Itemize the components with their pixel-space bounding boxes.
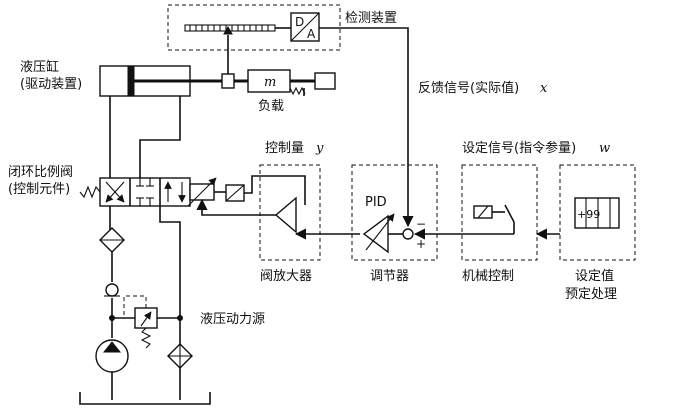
preset-display-box — [574, 197, 620, 229]
da-a-letter: A — [307, 27, 316, 41]
relay-switch-contact — [504, 204, 515, 223]
regulator-group: PID − + 调节器 — [351, 164, 438, 284]
preset-value: +99 — [577, 208, 600, 221]
setpoint-symbol: w — [599, 141, 610, 156]
scale-ticks — [189, 25, 269, 31]
relief-pilot-line — [123, 295, 147, 318]
regulator-dashed-frame — [351, 164, 438, 261]
minus-sign: − — [416, 217, 426, 231]
regulator-label: 调节器 — [370, 269, 409, 284]
cylinder-label-2: (驱动装置) — [20, 77, 82, 92]
valve-label-2: (控制元件) — [8, 182, 70, 197]
valve-label-1: 闭环比例阀 — [8, 165, 73, 180]
relief-valve-arrow — [140, 311, 152, 327]
cylinder-piston — [127, 65, 135, 97]
transducer-diagonal — [225, 184, 245, 202]
power-source-label: 液压动力源 — [200, 312, 265, 327]
rod-end-block — [314, 72, 336, 90]
amplifier-label: 阀放大器 — [260, 269, 312, 284]
detector-group: D A 检测装置 — [167, 4, 397, 74]
check-valve-icon — [105, 283, 119, 297]
valve-return-line — [159, 206, 181, 400]
control-qty-label: 控制量 — [265, 141, 304, 156]
feedback-label: 反馈信号(实际值) — [418, 80, 519, 96]
feedback-signal-line — [319, 27, 414, 228]
setpoint-label: 设定信号(指令参量) — [462, 140, 576, 156]
valve-spring-icon — [79, 185, 101, 199]
cylinder-label-1: 液压缸 — [20, 59, 59, 75]
feedback-symbol: x — [540, 81, 548, 96]
tank-icon — [79, 392, 211, 405]
rod-sensor-coupling — [221, 73, 235, 89]
valve-body — [99, 177, 191, 207]
preset-group: +99 设定值 预定处理 — [559, 164, 636, 302]
valve-amplifier-group: 控制量 y 阀放大器 — [259, 141, 324, 284]
junction-dot-2 — [177, 315, 183, 321]
relief-valve-box — [134, 307, 158, 329]
amplifier-output-line — [196, 198, 276, 216]
relief-spring-icon — [140, 327, 152, 349]
cylinder-group: m 负载 液压缸 (驱动装置) — [20, 59, 336, 114]
preset-label-2: 预定处理 — [565, 287, 617, 302]
pid-label: PID — [365, 195, 387, 210]
junction-dot-1 — [109, 315, 115, 321]
mass-symbol: m — [264, 75, 276, 90]
detector-dashed-frame — [167, 4, 341, 51]
valve-cross-arrow-2 — [105, 181, 125, 203]
plus-sign: + — [416, 237, 426, 251]
amplifier-dashed-frame — [259, 164, 321, 261]
summing-junction — [402, 228, 414, 240]
load-mass-box — [247, 69, 291, 93]
pump-direction-triangle — [102, 341, 122, 353]
pid-variable-arrow — [365, 213, 395, 251]
mech-control-group: 机械控制 — [461, 164, 538, 284]
relay-coil-diagonal — [477, 205, 489, 219]
da-d-letter: D — [295, 15, 304, 29]
mech-control-dashed-frame — [461, 164, 538, 261]
detector-label: 检测装置 — [345, 11, 397, 26]
cylinder-port-b-line — [139, 96, 181, 178]
solenoid-variable-arrow — [187, 177, 217, 207]
valve-position-feedback-line — [244, 175, 306, 205]
power-source-group: 液压动力源 — [79, 206, 265, 405]
sensor-pointer-icon — [223, 25, 233, 35]
preset-label-1: 设定值 — [575, 268, 614, 284]
amplifier-triangle-icon — [274, 196, 297, 234]
load-spring-icon — [289, 86, 306, 96]
control-qty-symbol: y — [315, 141, 324, 156]
mech-control-label: 机械控制 — [462, 269, 514, 284]
preset-dashed-frame — [559, 164, 636, 261]
load-label: 负载 — [258, 99, 284, 114]
da-diagonal — [290, 12, 320, 42]
pid-triangle-icon — [362, 214, 389, 254]
proportional-valve-group: 闭环比例阀 (控制元件) — [8, 165, 245, 207]
